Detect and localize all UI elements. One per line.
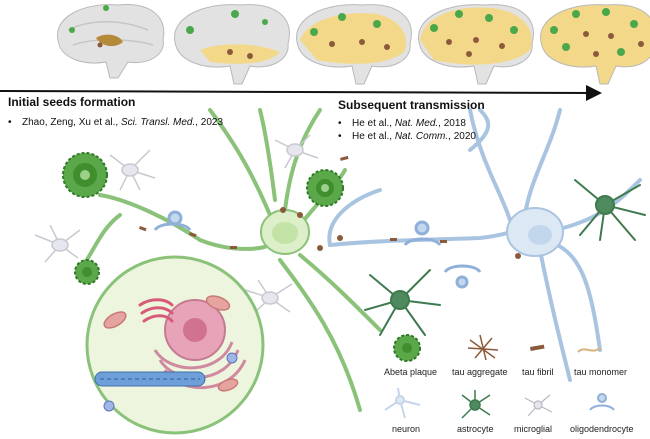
- microglia-top-left: [109, 149, 156, 191]
- abeta-plaque-large: [62, 152, 108, 198]
- microglia-bottom-center: [244, 279, 293, 316]
- legend-label-tau-aggregate: tau aggregate: [452, 367, 508, 377]
- brain-stage-1: [57, 4, 165, 79]
- brain-stage-4: [418, 4, 534, 85]
- legend-oligodendrocyte-icon: [589, 393, 615, 411]
- brain-stage-5: [540, 4, 650, 85]
- tau-transmission-marks: [138, 155, 521, 259]
- astrocyte-center: [364, 269, 441, 336]
- heading-initial-seeds: Initial seeds formation: [8, 95, 136, 109]
- legend-tau-fibril-icon: [529, 344, 545, 351]
- blue-neuron: [327, 108, 642, 382]
- progression-arrow: [0, 84, 602, 101]
- legend-label-astrocyte: astrocyte: [457, 424, 494, 434]
- vesicle-outside: [103, 400, 115, 412]
- blue-neuron-nucleus: [528, 225, 552, 245]
- legend-label-microglial: microglial: [514, 424, 553, 434]
- zoomed-cell-inset: [85, 255, 265, 435]
- legend-tau-monomer-icon: [577, 347, 601, 353]
- legend-label-neuron: neuron: [392, 424, 421, 434]
- reference-initial-1: •Zhao, Zeng, Xu et al., Sci. Transl. Med…: [8, 117, 224, 128]
- brain-progression-row: [57, 4, 650, 85]
- golgi-apparatus: [138, 298, 174, 323]
- legend-microglial-icon: [524, 394, 553, 417]
- brain-stage-2: [174, 4, 290, 85]
- legend-tau-aggregate-icon: [467, 334, 499, 361]
- oligodendrocyte-right: [403, 220, 442, 247]
- heading-subsequent-transmission: Subsequent transmission: [338, 98, 485, 112]
- abeta-plaque-small: [74, 259, 100, 285]
- legend-astrocyte-icon: [461, 390, 491, 419]
- vesicle: [226, 352, 238, 364]
- legend-neuron-icon: [384, 387, 421, 419]
- green-neuron-nucleus: [272, 222, 298, 244]
- microtubule-bundle: [94, 371, 206, 387]
- legend-label-tau-fibril: tau fibril: [522, 367, 554, 377]
- mitochondria: [103, 295, 239, 392]
- legend-icons: [384, 334, 615, 419]
- reference-subsequent-2: •He et al., Nat. Comm., 2020: [338, 131, 476, 142]
- legend-label-abeta-plaque: Abeta plaque: [384, 367, 438, 377]
- legend-label-oligodendrocyte: oligodendrocyte: [570, 424, 634, 434]
- astrocyte-right: [574, 179, 646, 241]
- abeta-plaque-center: [306, 169, 344, 207]
- legend-abeta-plaque-icon: [393, 334, 421, 362]
- oligodendrocyte-lower: [443, 264, 482, 289]
- reference-subsequent-1: •He et al., Nat. Med., 2018: [338, 118, 466, 129]
- oligodendrocyte-left: [153, 210, 192, 232]
- microglia-top-center: [274, 134, 319, 169]
- microglia-left: [34, 224, 81, 263]
- legend-label-tau-monomer: tau monomer: [574, 367, 628, 377]
- brain-stage-3: [296, 4, 412, 85]
